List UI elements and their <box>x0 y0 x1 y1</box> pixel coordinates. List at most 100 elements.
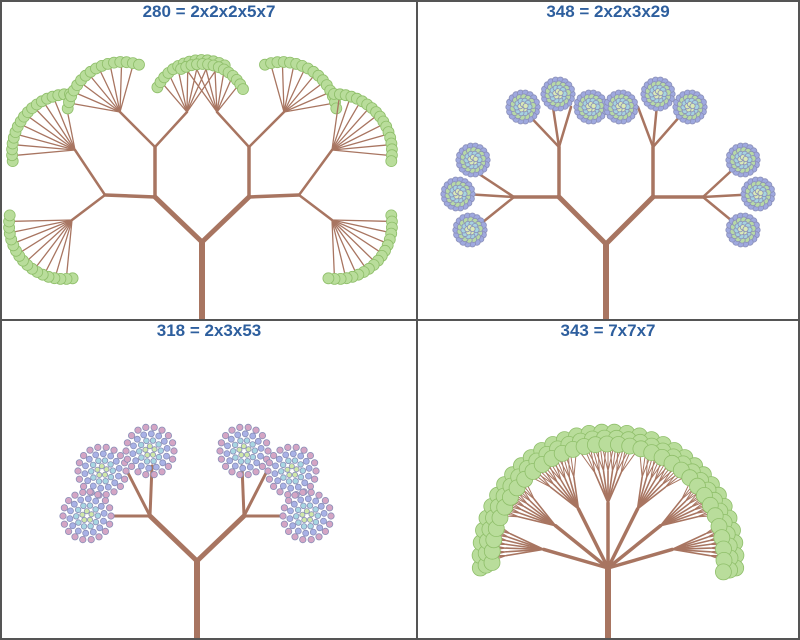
leaf <box>111 479 119 487</box>
leaf <box>135 448 143 455</box>
leaf <box>157 447 164 454</box>
leaf <box>262 439 271 447</box>
branch <box>639 452 643 478</box>
leaf <box>238 451 245 458</box>
leaf <box>276 446 284 454</box>
leaf <box>522 103 529 110</box>
leaf <box>310 475 319 483</box>
branch <box>509 533 545 551</box>
leaf <box>128 462 136 470</box>
leaf <box>327 512 335 520</box>
leaf <box>3 209 16 222</box>
leaf <box>223 450 231 458</box>
leaf <box>293 466 300 473</box>
leaf <box>287 507 294 515</box>
leaf <box>291 471 298 478</box>
leaf <box>123 455 132 463</box>
branch <box>194 513 247 564</box>
leaf <box>285 478 293 485</box>
leaf <box>312 518 320 526</box>
branch <box>283 102 332 113</box>
branch <box>283 70 305 113</box>
branch <box>331 116 376 151</box>
leaf <box>231 441 239 449</box>
leaf <box>297 473 305 481</box>
leaf <box>249 441 256 448</box>
leaf <box>60 520 69 528</box>
branch <box>147 513 200 564</box>
leaf <box>75 519 82 526</box>
branch <box>620 451 637 474</box>
branch <box>297 148 334 197</box>
leaf <box>316 524 324 532</box>
branch <box>22 124 76 151</box>
leaf <box>79 488 87 496</box>
leaf <box>80 523 88 530</box>
branch <box>76 92 121 113</box>
branch <box>270 66 285 113</box>
leaf <box>160 437 168 445</box>
leaf <box>72 513 80 520</box>
branch <box>199 194 252 245</box>
branch <box>15 144 76 151</box>
branch <box>125 469 152 518</box>
leaf <box>304 495 312 503</box>
leaf <box>742 225 749 232</box>
leaf <box>134 468 142 476</box>
panel-title: 280 = 2x2x2x5x7 <box>142 2 276 21</box>
leaf <box>302 529 310 537</box>
leaf <box>279 512 287 520</box>
branch <box>579 451 596 474</box>
leaf <box>101 497 110 505</box>
leaf <box>138 454 145 461</box>
leaf <box>228 468 236 476</box>
leaf <box>163 445 171 452</box>
leaf <box>95 533 103 541</box>
leaf <box>315 533 323 541</box>
leaf <box>264 467 272 475</box>
branch <box>331 144 389 151</box>
leaf <box>236 471 244 479</box>
leaf <box>134 426 142 434</box>
branch <box>66 219 73 276</box>
branch <box>195 67 218 113</box>
leaf <box>140 431 148 439</box>
branch <box>576 507 610 570</box>
branch <box>331 219 346 276</box>
leaf <box>302 457 310 465</box>
leaf <box>253 459 261 467</box>
leaf <box>80 502 87 509</box>
leaf <box>216 447 224 455</box>
branch <box>331 219 366 268</box>
leaf <box>224 442 231 450</box>
branch <box>331 219 389 233</box>
leaf <box>284 497 293 505</box>
leaf <box>252 468 260 476</box>
branch <box>331 103 360 151</box>
leaf <box>88 511 95 518</box>
branch <box>153 110 189 149</box>
leaf <box>170 447 178 455</box>
branch <box>281 65 285 113</box>
branch <box>606 523 663 570</box>
leaf <box>284 443 292 452</box>
leaf <box>147 430 155 438</box>
leaf <box>149 451 156 458</box>
leaf <box>112 457 120 465</box>
leaf <box>291 457 299 464</box>
branch <box>331 149 389 156</box>
leaf <box>107 473 115 481</box>
branch <box>603 194 656 247</box>
branch <box>331 97 340 151</box>
branch <box>586 449 600 473</box>
leaf <box>121 475 129 483</box>
leaf <box>64 497 73 505</box>
leaf <box>227 435 235 443</box>
branch <box>331 219 335 276</box>
branch <box>283 92 328 113</box>
branch <box>169 76 188 113</box>
leaf <box>75 459 84 467</box>
leaf <box>287 484 295 492</box>
leaf <box>321 497 329 505</box>
leaf <box>240 443 247 450</box>
